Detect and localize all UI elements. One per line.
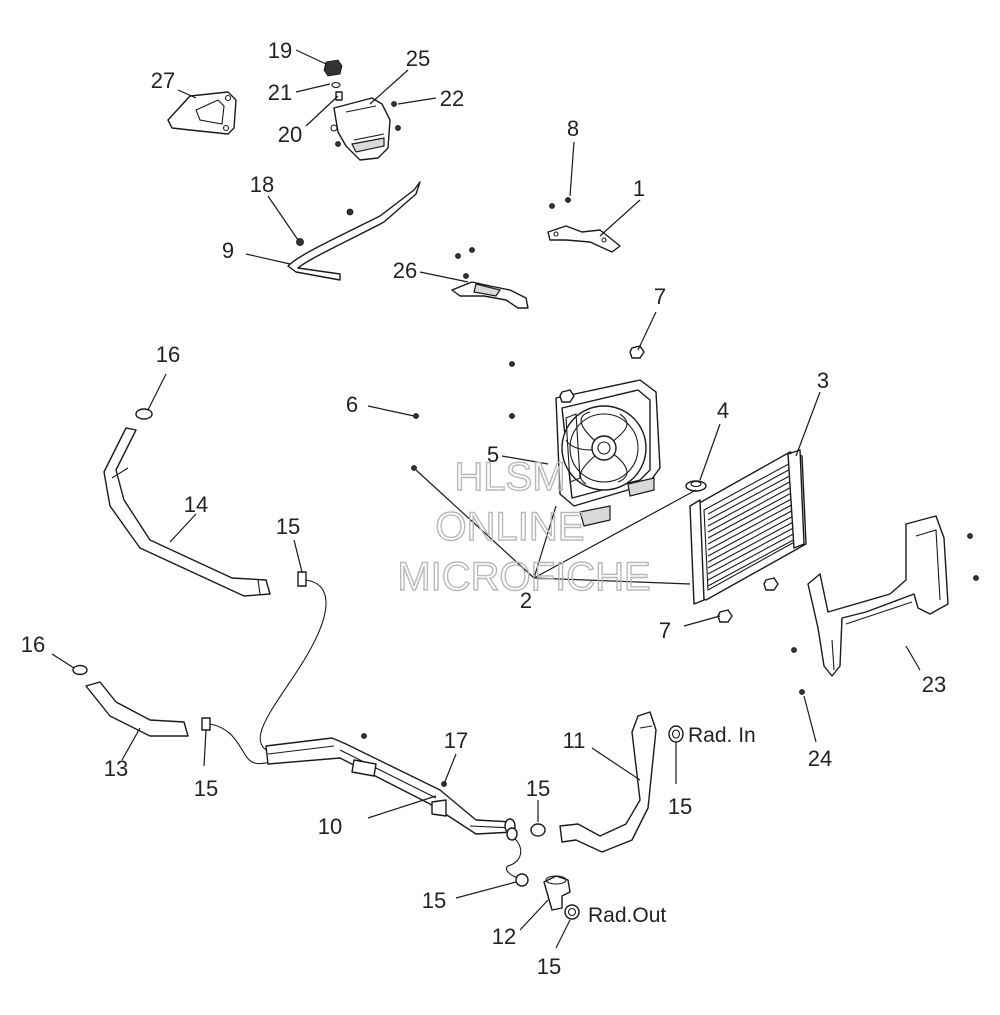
label-11: 11 [563,728,586,753]
label-15-c: 15 [526,776,550,801]
part-26-bracket [451,247,529,309]
part-8-screws [549,197,571,209]
part-5-fan-assembly [555,379,661,527]
label-17: 17 [444,728,468,753]
part-3-radiator [689,449,807,605]
part-15-clamp-rad-in [668,725,684,743]
leader-lines [51,49,921,949]
part-1-bracket [547,225,621,253]
watermark-line-3: MICROFICHE [397,555,650,599]
part-25-reservoir [330,97,391,161]
hose-routing-lines [209,579,522,879]
part-15-clamp-c [530,823,546,837]
part-22-screws [335,101,401,147]
part-15-clamp-d [515,873,529,887]
watermark-line-1: HLSM [454,455,565,499]
part-15-clamp-rad-out [564,904,580,920]
label-26: 26 [393,258,417,283]
label-15-d: 15 [422,888,446,913]
part-7-nuts [559,345,779,623]
part-19-cap [323,59,343,77]
part-10-coolant-tube [265,733,518,841]
label-18: 18 [250,172,274,197]
label-12: 12 [492,924,516,949]
part-6-nuts [411,361,515,471]
part-18-nut [296,208,354,246]
label-15-rad-in: 15 [668,794,692,819]
label-25: 25 [406,46,430,71]
part-21-seal [331,81,341,89]
label-19: 19 [268,38,292,63]
callout-rad-in: Rad. In [688,724,756,747]
watermark-line-2: ONLINE [436,505,585,549]
part-14-hose [103,427,271,597]
part-4-radiator-cap [685,480,707,492]
label-4: 4 [717,398,729,423]
part-27-bracket [167,91,237,135]
label-10: 10 [318,814,342,839]
label-8: 8 [567,116,579,141]
label-21: 21 [268,80,292,105]
label-20: 20 [278,122,302,147]
label-5: 5 [487,442,499,467]
label-9: 9 [222,238,234,263]
label-15-rad-out: 15 [537,954,561,979]
label-15-b: 15 [194,776,218,801]
part-12-radiator-outlet-elbow [543,875,571,911]
label-22: 22 [440,86,464,111]
part-13-hose [85,681,189,737]
part-20-fitting [335,91,343,101]
part-11-radiator-inlet-hose [559,711,657,853]
label-27: 27 [151,68,175,93]
part-16-clamp-lower [72,664,88,676]
part-16-clamp-upper [135,408,153,420]
label-14: 14 [184,492,208,517]
part-number-labels: 27 19 21 20 25 22 8 1 18 9 26 7 16 3 6 4… [21,38,946,979]
part-15-clamp-a [297,571,307,587]
part-9-support-rod [287,181,421,281]
label-2: 2 [520,588,532,613]
label-15-a: 15 [276,514,300,539]
label-1: 1 [633,176,645,201]
label-7-lower: 7 [659,618,671,643]
part-15-clamp-b [201,717,211,731]
label-13: 13 [104,756,128,781]
label-6: 6 [346,392,358,417]
label-24: 24 [808,746,832,771]
part-24-screw [799,689,805,695]
label-23: 23 [922,672,946,697]
watermark: HLSM ONLINE MICROFICHE [397,454,652,599]
part-23-lower-shroud [791,515,979,677]
label-16-upper: 16 [156,342,180,367]
label-7-upper: 7 [654,284,666,309]
label-3: 3 [817,368,829,393]
callout-rad-out: Rad.Out [588,904,666,927]
label-16-lower: 16 [21,632,45,657]
